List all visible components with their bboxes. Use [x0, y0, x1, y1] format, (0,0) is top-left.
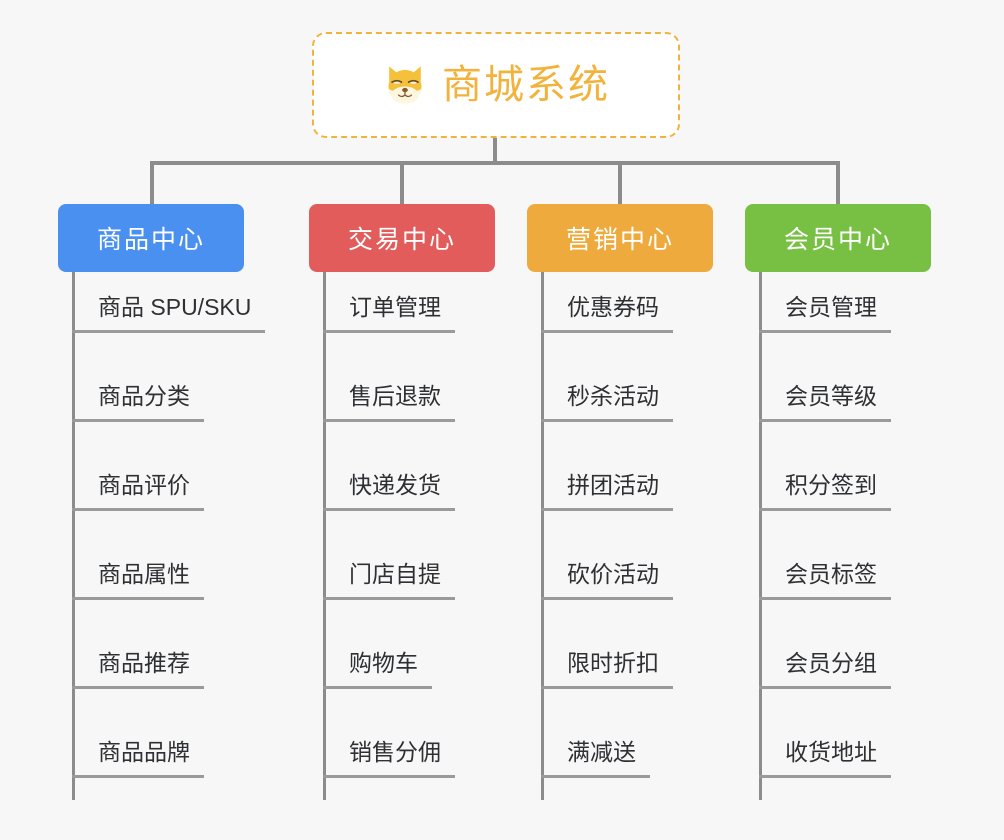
leaf-label: 拼团活动: [541, 474, 673, 511]
leaf-item[interactable]: 会员管理: [759, 244, 891, 333]
branch-header-label-4: 会员中心: [783, 226, 892, 254]
connector-horizontal-bus: [150, 161, 840, 165]
leaf-item[interactable]: 会员分组: [759, 600, 891, 689]
leaf-item[interactable]: 商品推荐: [72, 600, 265, 689]
leaf-item[interactable]: 限时折扣: [541, 600, 673, 689]
leaf-label: 会员标签: [759, 563, 891, 600]
leaf-label: 订单管理: [323, 296, 455, 333]
leaf-item[interactable]: 商品评价: [72, 422, 265, 511]
branch-header-4[interactable]: 会员中心: [745, 204, 931, 272]
leaf-item[interactable]: 商品分类: [72, 333, 265, 422]
leaf-item[interactable]: 收货地址: [759, 689, 891, 778]
shiba-dog-face-icon: [388, 66, 422, 104]
leaf-label: 限时折扣: [541, 652, 673, 689]
branch-leaf-list-3: 优惠券码 秒杀活动 拼团活动 砍价活动 限时折扣 满减送: [541, 244, 673, 778]
branch-spine-4: [759, 272, 762, 800]
leaf-item[interactable]: 订单管理: [323, 244, 455, 333]
leaf-label: 商品 SPU/SKU: [72, 296, 266, 333]
leaf-label: 会员等级: [759, 385, 891, 422]
leaf-item[interactable]: 满减送: [541, 689, 673, 778]
leaf-label: 快递发货: [323, 474, 455, 511]
leaf-label: 门店自提: [323, 563, 455, 600]
leaf-label: 商品属性: [72, 563, 204, 600]
root-node-card[interactable]: 商城系统: [312, 32, 680, 138]
leaf-label: 砍价活动: [541, 563, 673, 600]
leaf-item[interactable]: 商品属性: [72, 511, 265, 600]
leaf-item[interactable]: 商品品牌: [72, 689, 265, 778]
connector-drop-branch-1: [150, 161, 154, 204]
branch-header-label-2: 交易中心: [347, 226, 456, 254]
leaf-item[interactable]: 秒杀活动: [541, 333, 673, 422]
branch-spine-3: [541, 272, 544, 800]
connector-root-stem: [493, 138, 497, 165]
leaf-item[interactable]: 门店自提: [323, 511, 455, 600]
branch-header-label-3: 营销中心: [565, 226, 674, 254]
branch-spine-1: [72, 272, 75, 800]
branch-header-2[interactable]: 交易中心: [309, 204, 495, 272]
leaf-label: 积分签到: [759, 474, 891, 511]
leaf-label: 秒杀活动: [541, 385, 673, 422]
leaf-item[interactable]: 拼团活动: [541, 422, 673, 511]
leaf-label: 商品品牌: [72, 741, 204, 778]
leaf-label: 商品推荐: [72, 652, 204, 689]
connector-drop-branch-4: [836, 161, 840, 204]
leaf-item[interactable]: 会员标签: [759, 511, 891, 600]
leaf-item[interactable]: 会员等级: [759, 333, 891, 422]
leaf-item[interactable]: 商品 SPU/SKU: [72, 244, 266, 333]
branch-spine-2: [323, 272, 326, 800]
leaf-label: 满减送: [541, 741, 650, 778]
leaf-item[interactable]: 售后退款: [323, 333, 455, 422]
leaf-item[interactable]: 砍价活动: [541, 511, 673, 600]
branch-leaf-list-1: 商品 SPU/SKU 商品分类 商品评价 商品属性 商品推荐 商品品牌: [72, 244, 266, 778]
branch-header-1[interactable]: 商品中心: [58, 204, 244, 272]
leaf-label: 购物车: [323, 652, 432, 689]
leaf-item[interactable]: 快递发货: [323, 422, 455, 511]
leaf-label: 会员管理: [759, 296, 891, 333]
root-node-title: 商城系统: [442, 63, 610, 107]
leaf-label: 优惠券码: [541, 296, 673, 333]
leaf-label: 商品分类: [72, 385, 204, 422]
branch-leaf-list-2: 订单管理 售后退款 快递发货 门店自提 购物车 销售分佣: [323, 244, 455, 778]
leaf-label: 收货地址: [759, 741, 891, 778]
connector-drop-branch-3: [618, 161, 622, 204]
leaf-item[interactable]: 购物车: [323, 600, 455, 689]
leaf-item[interactable]: 优惠券码: [541, 244, 673, 333]
leaf-label: 商品评价: [72, 474, 204, 511]
branch-header-3[interactable]: 营销中心: [527, 204, 713, 272]
connector-drop-branch-2: [400, 161, 404, 204]
leaf-label: 会员分组: [759, 652, 891, 689]
leaf-item[interactable]: 销售分佣: [323, 689, 455, 778]
leaf-label: 销售分佣: [323, 741, 455, 778]
branch-header-label-1: 商品中心: [96, 226, 205, 254]
leaf-item[interactable]: 积分签到: [759, 422, 891, 511]
leaf-label: 售后退款: [323, 385, 455, 422]
branch-leaf-list-4: 会员管理 会员等级 积分签到 会员标签 会员分组 收货地址: [759, 244, 891, 778]
